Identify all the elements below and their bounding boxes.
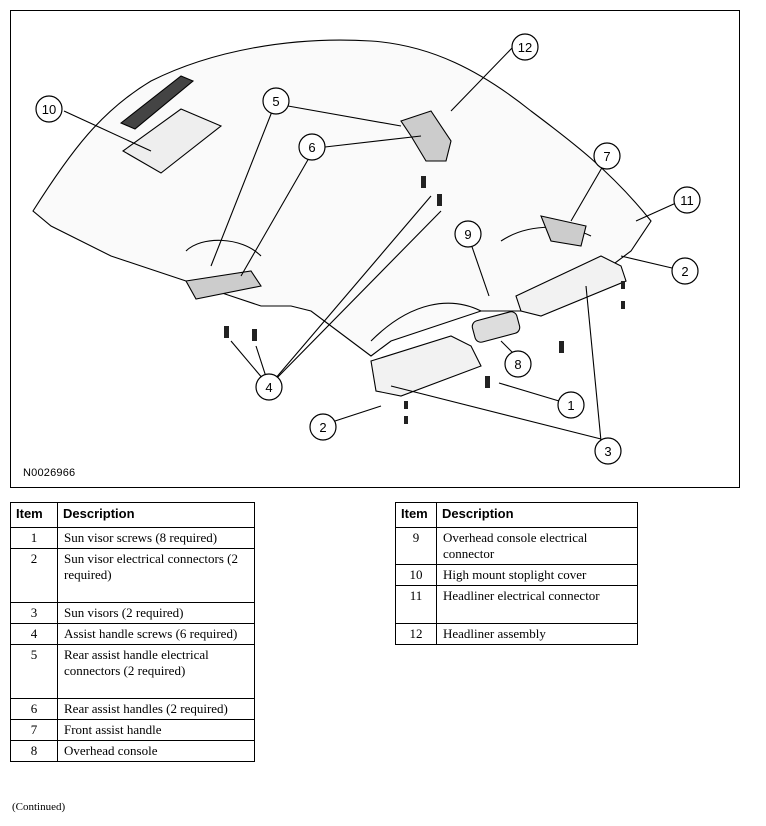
callout-5: 5 [262, 87, 290, 115]
column-header-description: Description [436, 502, 638, 528]
figure-id: N0026966 [23, 467, 76, 479]
callout-6: 6 [298, 133, 326, 161]
sun-visor-right [515, 255, 627, 317]
svg-text:10: 10 [42, 102, 56, 117]
rear-assist-handle-left [185, 270, 262, 300]
item-description: High mount stoplight cover [436, 564, 638, 586]
item-description: Sun visor screws (8 required) [57, 527, 255, 549]
item-description: Overhead console electrical connector [436, 527, 638, 565]
item-number: 11 [395, 585, 437, 624]
svg-text:7: 7 [603, 149, 610, 164]
svg-text:9: 9 [464, 227, 471, 242]
svg-text:5: 5 [272, 94, 279, 109]
svg-text:4: 4 [265, 380, 272, 395]
column-header-item: Item [395, 502, 437, 528]
item-number: 12 [395, 623, 437, 645]
item-description: Assist handle screws (6 required) [57, 623, 255, 645]
svg-text:3: 3 [604, 444, 611, 459]
callout-12: 12 [511, 33, 539, 61]
callout-8: 8 [504, 350, 532, 378]
item-description: Front assist handle [57, 719, 255, 741]
headliner-illustration: 10 5 6 12 7 11 9 2 8 4 1 2 3 [32, 33, 701, 465]
item-description: Rear assist handles (2 required) [57, 698, 255, 720]
svg-text:6: 6 [308, 140, 315, 155]
column-header-item: Item [10, 502, 58, 528]
callout-1: 1 [557, 391, 585, 419]
column-header-description: Description [57, 502, 255, 528]
callout-2-right: 2 [671, 257, 699, 285]
item-number: 9 [395, 527, 437, 565]
stoplight-cover [121, 108, 223, 174]
item-number: 8 [10, 740, 58, 762]
svg-text:11: 11 [680, 193, 694, 208]
svg-text:8: 8 [514, 357, 521, 372]
svg-text:2: 2 [681, 264, 688, 279]
item-description: Headliner assembly [436, 623, 638, 645]
callout-7: 7 [593, 142, 621, 170]
callout-11: 11 [673, 186, 701, 214]
svg-text:2: 2 [319, 420, 326, 435]
item-number: 10 [395, 564, 437, 586]
overhead-console [471, 311, 521, 343]
item-description: Rear assist handle electrical connectors… [57, 644, 255, 699]
exploded-view-figure: 10 5 6 12 7 11 9 2 8 4 1 2 3 N0026966 [10, 10, 740, 488]
item-description: Sun visor electrical connectors (2 requi… [57, 548, 255, 603]
item-description: Sun visors (2 required) [57, 602, 255, 624]
sun-visor-left [370, 335, 482, 397]
front-assist-handle [540, 215, 587, 247]
callout-10: 10 [35, 95, 63, 123]
rear-assist-handle-right [400, 110, 452, 162]
item-number: 7 [10, 719, 58, 741]
item-description: Headliner electrical connector [436, 585, 638, 624]
item-number: 6 [10, 698, 58, 720]
callout-2-left: 2 [309, 413, 337, 441]
continued-note: (Continued) [12, 801, 66, 813]
item-number: 1 [10, 527, 58, 549]
svg-text:12: 12 [518, 40, 532, 55]
svg-text:1: 1 [567, 398, 574, 413]
item-number: 3 [10, 602, 58, 624]
callout-9: 9 [454, 220, 482, 248]
callout-3: 3 [594, 437, 622, 465]
item-description: Overhead console [57, 740, 255, 762]
callout-4: 4 [255, 373, 283, 401]
item-number: 4 [10, 623, 58, 645]
item-number: 2 [10, 548, 58, 603]
item-number: 5 [10, 644, 58, 699]
